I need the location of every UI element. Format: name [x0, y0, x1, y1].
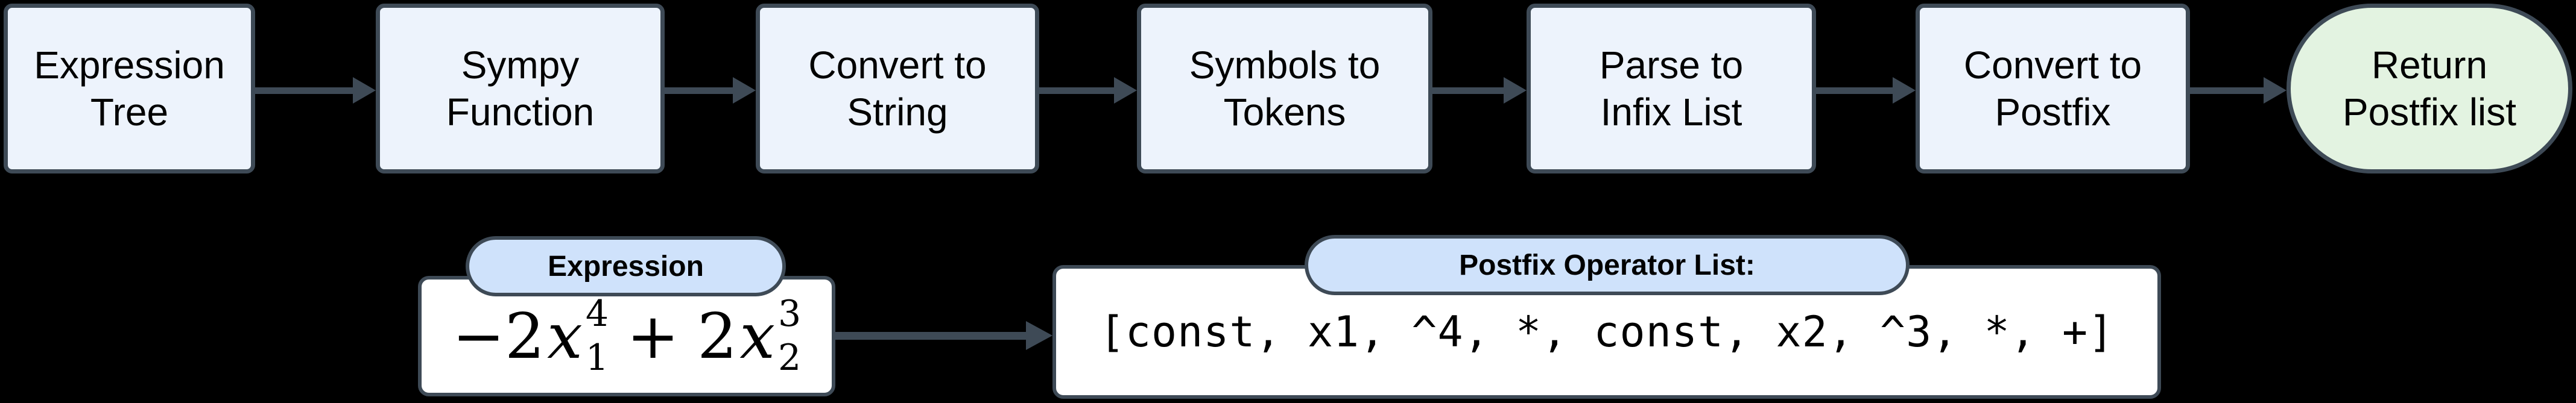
arrowhead-icon [2264, 77, 2286, 104]
flow-node-return-postfix-list: Return Postfix list [2286, 4, 2572, 173]
flow-node-parse-to-infix-list: Parse to Infix List [1527, 4, 1816, 173]
plus-operator: + [627, 299, 680, 373]
arrowhead-icon [353, 77, 376, 104]
term1-coefficient: −2 [452, 299, 545, 373]
node-label-line: Tree [90, 90, 169, 134]
node-label-line: Infix List [1600, 90, 1742, 134]
term1-variable: x [547, 299, 583, 373]
postfix-token-list: [const, x1, ^4, *, const, x2, ^3, *, +] [1099, 307, 2115, 357]
term1-exponent: 4 [585, 293, 609, 335]
flow-node-expression-tree: Expression Tree [4, 4, 255, 173]
node-label-line: String [847, 90, 948, 134]
flow-arrow [1816, 77, 1916, 104]
postfix-list-tag: Postfix Operator List: [1305, 235, 1910, 295]
node-label-line: Sympy [461, 43, 580, 87]
arrow-shaft [665, 87, 733, 94]
node-label-line: Convert to [808, 43, 987, 87]
flow-arrow [665, 77, 756, 104]
arrow-shaft [255, 87, 353, 94]
arrow-shaft [1432, 87, 1504, 94]
arrowhead-icon [1893, 77, 1916, 104]
node-label-line: Postfix [1995, 90, 2111, 134]
arrow-shaft [1039, 87, 1114, 94]
arrowhead-icon [733, 77, 756, 104]
node-label-line: Return [2371, 43, 2488, 87]
expression-to-postfix-arrow [835, 321, 1052, 350]
arrowhead-icon [1504, 77, 1527, 104]
node-label-line: Convert to [1963, 43, 2142, 87]
arrowhead-icon [1114, 77, 1137, 104]
flow-node-convert-to-postfix: Convert to Postfix [1916, 4, 2190, 173]
flow-node-symbols-to-tokens: Symbols to Tokens [1137, 4, 1432, 173]
arrow-shaft [1816, 87, 1893, 94]
term2-variable: x [739, 299, 775, 373]
node-label-line: Tokens [1223, 90, 1346, 134]
arrowhead-icon [1026, 321, 1052, 350]
flow-arrow [2190, 77, 2286, 104]
flow-arrow [255, 77, 376, 104]
node-label-line: Postfix list [2342, 90, 2517, 134]
flow-arrow [1432, 77, 1527, 104]
arrow-shaft [835, 331, 1026, 340]
term1-subscript: 1 [585, 337, 609, 379]
term2-subscript: 2 [777, 337, 802, 379]
term2-coefficient: 2 [697, 299, 738, 373]
expression-tag: Expression [466, 236, 786, 296]
flow-node-sympy-function: Sympy Function [376, 4, 665, 173]
node-label-line: Parse to [1599, 43, 1744, 87]
expression-tag-label: Expression [548, 250, 704, 283]
flow-arrow [1039, 77, 1137, 104]
node-label-line: Symbols to [1189, 43, 1381, 87]
term2-exponent: 3 [777, 293, 802, 335]
node-label-line: Function [446, 90, 595, 134]
flow-node-convert-to-string: Convert to String [756, 4, 1039, 173]
node-label-line: Expression [34, 43, 225, 87]
arrow-shaft [2190, 87, 2264, 94]
postfix-list-tag-label: Postfix Operator List: [1459, 249, 1755, 281]
